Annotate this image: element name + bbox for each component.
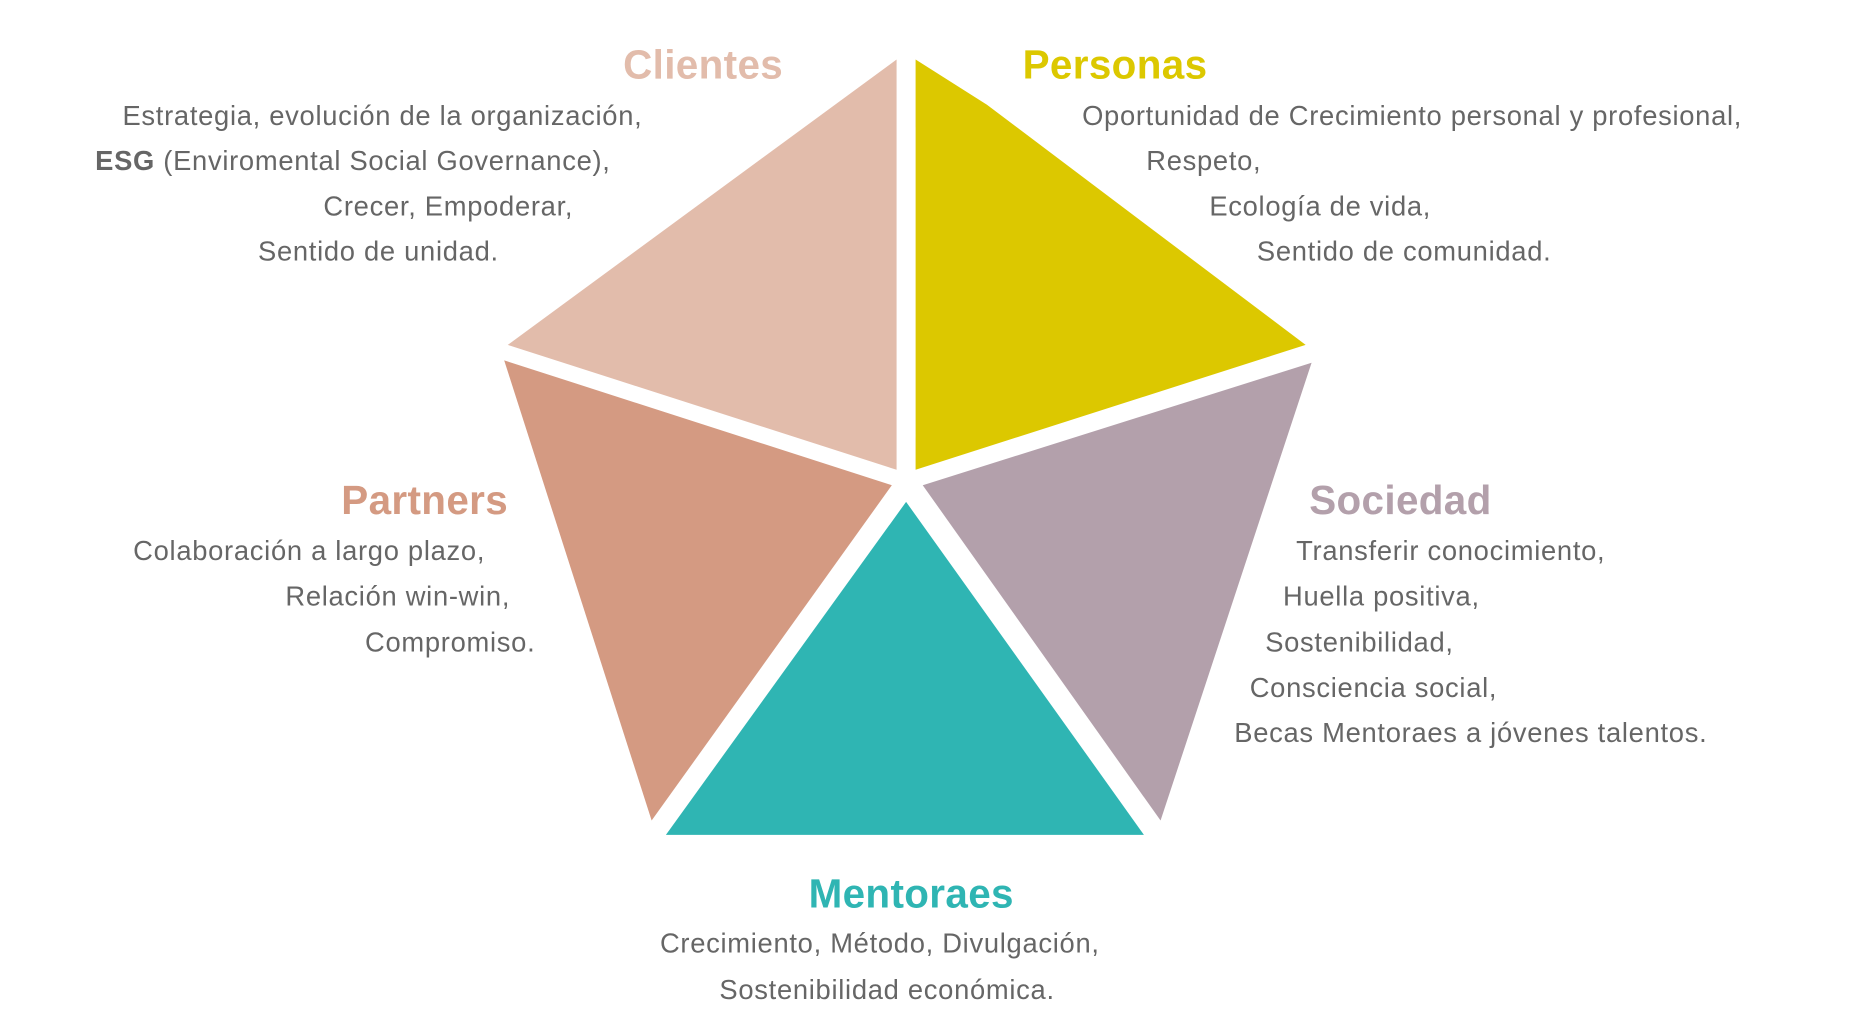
partners-line: Colaboración a largo plazo, [133,535,485,566]
clientes-line: ESG (Enviromental Social Governance), [95,145,610,176]
esg-bold: ESG [95,145,155,176]
segment-partners [504,360,892,821]
clientes-line: Estrategia, evolución de la organización… [122,100,642,131]
sociedad-line: Sostenibilidad, [1265,627,1453,658]
personas-title: Personas [1023,42,1208,88]
personas-line: Ecología de vida, [1209,190,1431,221]
mentoraes-line: Sostenibilidad económica. [719,974,1054,1005]
sociedad-line: Consciencia social, [1250,672,1497,703]
mentoraes-title: Mentoraes [809,870,1014,916]
personas-line: Sentido de comunidad. [1257,235,1552,266]
segment-clientes [507,59,897,470]
esg-rest: (Enviromental Social Governance), [155,145,611,176]
partners-title: Partners [341,477,508,523]
segment-mentoraes [665,501,1144,835]
personas-line: Oportunidad de Crecimiento personal y pr… [1082,100,1742,131]
sociedad-line: Huella positiva, [1283,580,1480,611]
partners-line: Relación win-win, [285,580,510,611]
sociedad-line: Becas Mentoraes a jóvenes talentos. [1234,717,1707,748]
clientes-title: Clientes [623,42,783,88]
personas-line: Respeto, [1146,145,1261,176]
segment-personas [915,59,1306,470]
mentoraes-line: Crecimiento, Método, Divulgación, [660,928,1100,959]
sociedad-line: Transferir conocimiento, [1296,535,1605,566]
segment-sociedad [922,362,1312,821]
clientes-line: Sentido de unidad. [258,235,499,266]
partners-line: Compromiso. [365,627,535,658]
sociedad-title: Sociedad [1309,477,1492,523]
clientes-line: Crecer, Empoderar, [323,190,573,221]
